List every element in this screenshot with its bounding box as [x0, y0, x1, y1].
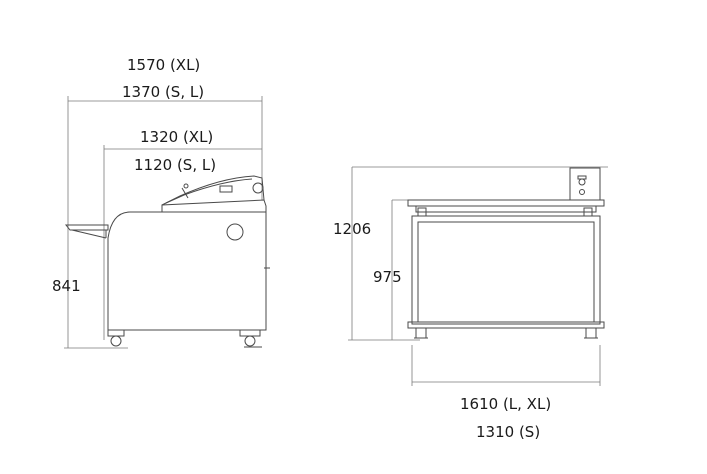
- overall-width-label-1: 1570 (XL): [127, 56, 201, 74]
- side-height-label: 841: [52, 277, 81, 295]
- overall-height-dimension: [348, 166, 608, 341]
- height-dimension: [64, 225, 128, 349]
- front-lid: [407, 199, 605, 217]
- front-width-label-1: 1610 (L, XL): [460, 395, 552, 413]
- side-casters: [107, 329, 262, 348]
- control-panel: [569, 167, 601, 201]
- front-width-label-2: 1310 (S): [476, 423, 541, 441]
- chamber-width-label-2: 1120 (S, L): [134, 156, 217, 174]
- side-machine-body: [107, 199, 270, 331]
- overall-width-label-2: 1370 (S, L): [122, 83, 205, 101]
- chamber-width-dimension: [103, 145, 262, 340]
- front-overall-height-label: 1206: [333, 220, 372, 238]
- loading-shelf: [64, 224, 109, 239]
- front-casters: [414, 327, 598, 339]
- front-body-height-label: 975: [373, 268, 402, 286]
- side-view: [64, 96, 270, 349]
- front-machine-body: [407, 215, 605, 329]
- front-view: [348, 166, 608, 386]
- side-lid: [161, 175, 265, 206]
- front-width-dimension: [411, 345, 601, 386]
- chamber-width-label-1: 1320 (XL): [140, 128, 214, 146]
